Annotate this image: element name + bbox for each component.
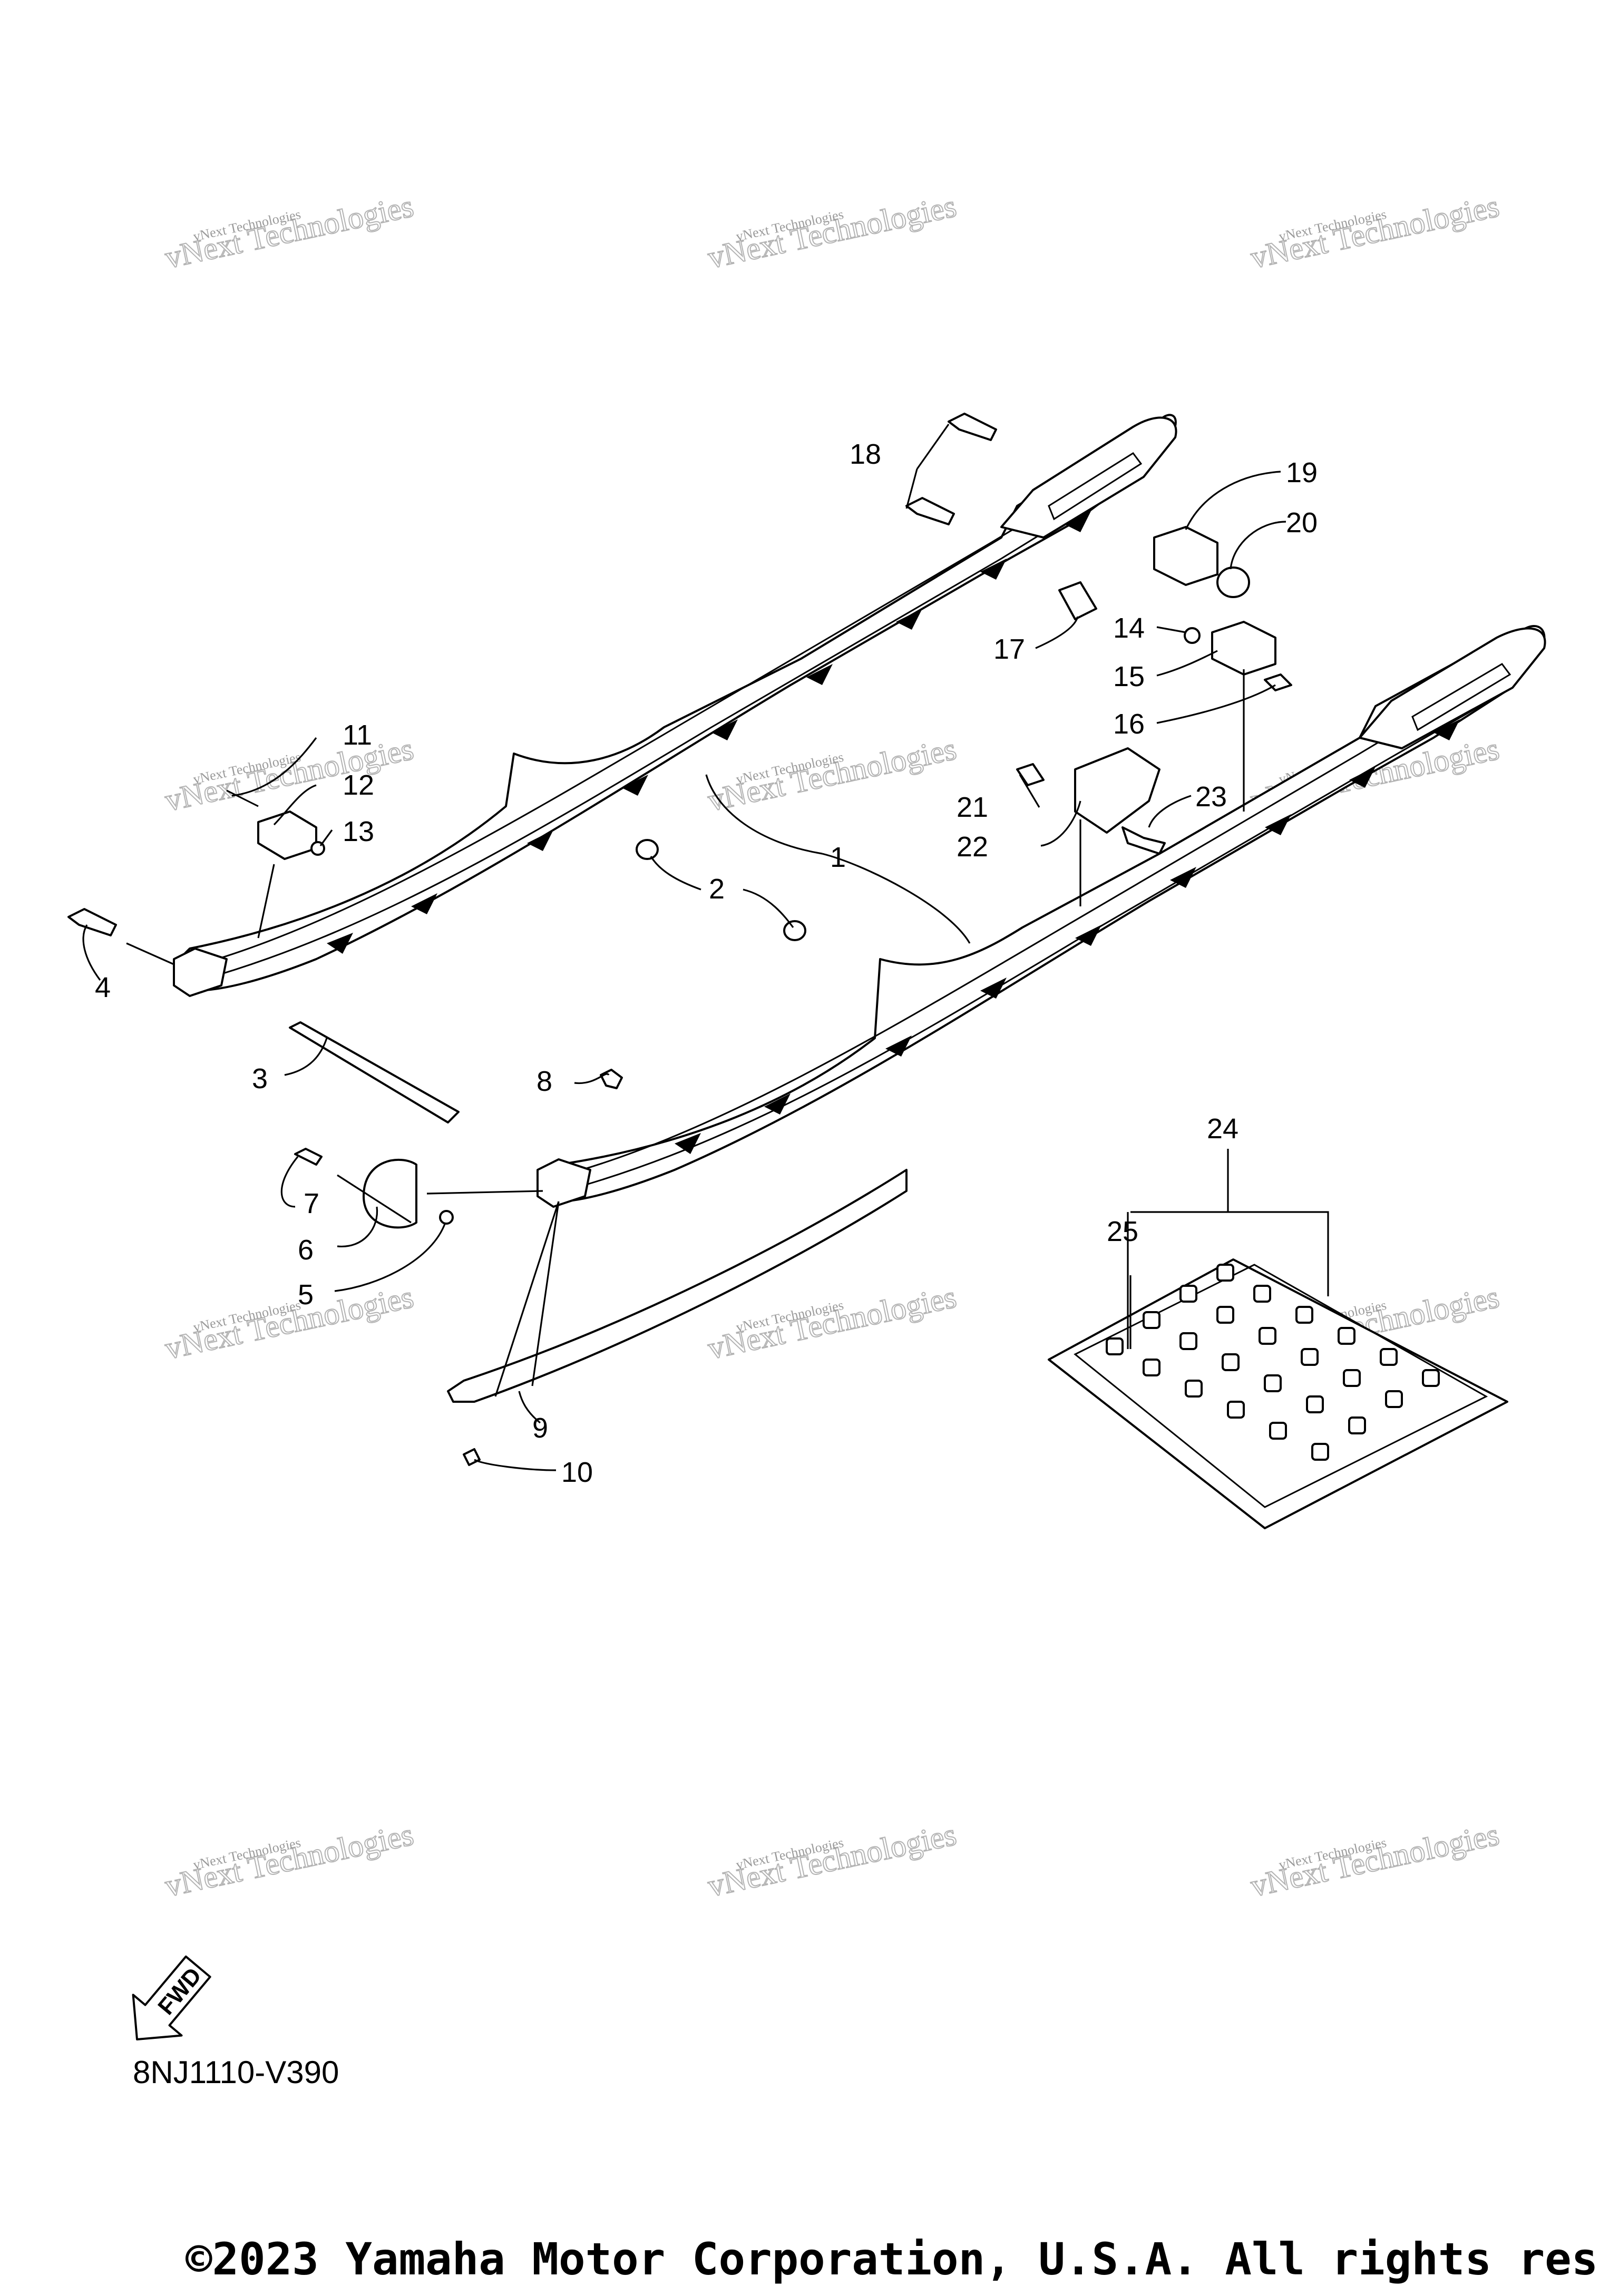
callout-7: 7: [304, 1188, 319, 1219]
watermark: vNext Technologies vNext Technologies: [1247, 1816, 1503, 1904]
callout-9: 9: [532, 1412, 548, 1444]
leader-lines: [82, 424, 1329, 1471]
small-parts: [67, 413, 1292, 1466]
nut-5: [439, 1210, 454, 1225]
slide-9: [447, 1169, 908, 1403]
callout-23: 23: [1195, 781, 1227, 813]
callout-20: 20: [1286, 507, 1318, 539]
watermark: vNext Technologies vNext Technologies: [704, 1279, 960, 1366]
callout-11: 11: [343, 719, 372, 751]
washer-2a: [636, 839, 659, 860]
washer-2b: [783, 920, 806, 941]
callout-15: 15: [1113, 661, 1145, 692]
watermark: vNext Technologies vNext Technologies: [704, 731, 960, 818]
screw-10: [463, 1448, 481, 1466]
callout-21: 21: [957, 792, 988, 823]
block-12: [257, 810, 317, 860]
callout-16: 16: [1113, 708, 1145, 740]
callout-17: 17: [993, 633, 1025, 665]
watermark-group: vNext Technologies vNext Technologies vN…: [161, 188, 1503, 1904]
callout-25: 25: [1107, 1216, 1138, 1247]
collar-17: [1058, 581, 1097, 620]
bolt-23: [1121, 826, 1166, 855]
bolt-11: [226, 789, 259, 807]
watermark: vNext Technologies vNext Technologies: [704, 188, 960, 276]
bracket-22: [1074, 747, 1160, 834]
copyright-notice: ©2023 Yamaha Motor Corporation, U.S.A. A…: [186, 2233, 1598, 2285]
collar-20: [1216, 566, 1250, 598]
callout-12: 12: [343, 769, 374, 801]
callout-6: 6: [298, 1234, 314, 1266]
callout-4: 4: [95, 972, 111, 1003]
watermark: vNext Technologies vNext Technologies: [161, 1816, 417, 1904]
callout-14: 14: [1113, 612, 1145, 644]
nut-14: [1184, 627, 1201, 644]
bolt-18b: [905, 497, 955, 525]
callout-2: 2: [709, 873, 725, 905]
watermark: vNext Technologies vNext Technologies: [161, 188, 417, 276]
block-19: [1153, 526, 1218, 586]
block-15: [1211, 621, 1276, 676]
watermark: vNext Technologies vNext Technologies: [704, 1816, 960, 1904]
wheel-6: [363, 1158, 417, 1229]
fwd-arrow-icon: FWD: [132, 1955, 211, 2040]
callout-19: 19: [1286, 457, 1318, 488]
callout-10: 10: [561, 1457, 593, 1488]
bolt-4: [67, 908, 117, 936]
track: [1048, 1258, 1508, 1529]
collar-21: [1016, 763, 1045, 786]
callout-18: 18: [850, 438, 881, 470]
rail-rear: [173, 414, 1177, 997]
watermark: vNext Technologies vNext Technologies: [161, 731, 417, 818]
bolt-18a: [948, 413, 997, 441]
callout-22: 22: [957, 831, 988, 863]
callout-24: 24: [1207, 1113, 1238, 1145]
callout-5: 5: [298, 1279, 314, 1311]
callout-8: 8: [537, 1066, 552, 1097]
watermark: vNext Technologies vNext Technologies: [161, 1279, 417, 1366]
shaft-3: [289, 1021, 460, 1123]
rail-front: [537, 625, 1546, 1208]
watermark: vNext Technologies vNext Technologies: [1247, 188, 1503, 276]
callout-labels: 1 2 3 4 5 6 7 8 9 10 11 12 13 14 15 16 1…: [95, 438, 1318, 1488]
callout-13: 13: [343, 816, 374, 847]
nut-8: [600, 1069, 623, 1089]
diagram-code: 8NJ1110-V390: [133, 2055, 339, 2090]
track-lugs: [1106, 1264, 1440, 1461]
bolt-7: [294, 1148, 323, 1166]
callout-3: 3: [252, 1063, 268, 1095]
callout-1: 1: [830, 842, 846, 873]
